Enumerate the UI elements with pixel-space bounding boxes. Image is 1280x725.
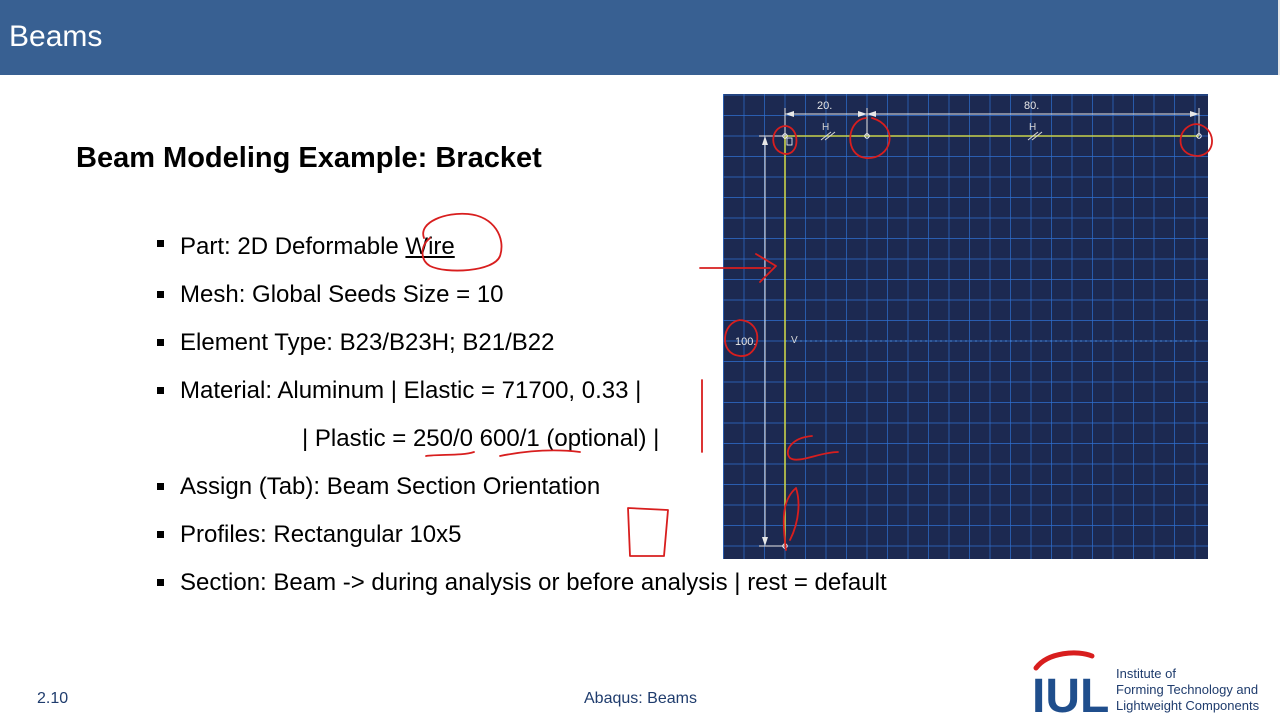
- bullet-item-assign: Assign (Tab): Beam Section Orientation: [180, 473, 601, 500]
- bullet-marker: [157, 531, 164, 538]
- bullet-marker: [157, 579, 164, 586]
- vertical-constraint-label: V: [791, 335, 798, 346]
- logo-line-1: Institute of: [1116, 666, 1176, 681]
- bullet-marker: [157, 339, 164, 346]
- bullet-item-material-continued: | Plastic = 250/0 600/1 (optional) |: [302, 425, 660, 452]
- logo-swoosh: [1033, 650, 1095, 671]
- sketch-grid: [723, 94, 1208, 559]
- logo-text: Institute of Forming Technology and Ligh…: [1116, 666, 1259, 714]
- bullet-item-mesh: Mesh: Global Seeds Size = 10: [180, 281, 504, 308]
- logo-line-3: Lightweight Components: [1116, 698, 1260, 713]
- horizontal-constraint-label: H: [1029, 122, 1036, 133]
- dimension-arrow: [858, 111, 867, 117]
- dimension-label-100: 100.: [735, 336, 756, 348]
- logo-mark: IUL: [1032, 650, 1109, 723]
- logo-line-2: Forming Technology and: [1116, 682, 1259, 697]
- bullet-item-part: Part: 2D Deformable Wire: [180, 233, 455, 261]
- slide-title: Beam Modeling Example: Bracket: [76, 142, 542, 174]
- logo-acronym: IUL: [1032, 670, 1109, 720]
- dimension-arrow: [867, 111, 876, 117]
- perpendicular-marker: [786, 137, 793, 146]
- constraint-mark: [824, 131, 836, 141]
- dimension-label-80: 80.: [1024, 100, 1039, 112]
- horizontal-constraint-label: H: [822, 122, 829, 133]
- footer-title: Abaqus: Beams: [584, 690, 697, 707]
- bullet-marker: [157, 387, 164, 394]
- sketch-viewport: 20. 80. 100. H H V: [723, 94, 1208, 559]
- dimension-label-20: 20.: [817, 100, 832, 112]
- bullet-item-section: Section: Beam -> during analysis or befo…: [180, 569, 887, 596]
- sketch-canvas: 20. 80. 100. H H V: [723, 94, 1208, 559]
- dimension-arrow: [762, 136, 768, 145]
- bullet-item-profiles: Profiles: Rectangular 10x5: [180, 521, 462, 548]
- constraint-mark: [820, 131, 832, 141]
- bullet-marker: [157, 240, 164, 247]
- header-bar: Beams: [0, 0, 1280, 75]
- bullet-marker: [157, 291, 164, 298]
- bullet-underlined-word: Wire: [405, 233, 455, 260]
- bullet-marker: [157, 483, 164, 490]
- dimension-arrow: [785, 111, 794, 117]
- bullet-item-material: Material: Aluminum | Elastic = 71700, 0.…: [180, 377, 642, 404]
- bullet-item-element-type: Element Type: B23/B23H; B21/B22: [180, 329, 555, 356]
- header-title: Beams: [9, 20, 103, 53]
- iul-logo: IUL Institute of Forming Technology and …: [1030, 646, 1280, 723]
- rectangle-profile-sketch: [627, 507, 669, 557]
- dimension-arrow: [1190, 111, 1199, 117]
- constraint-mark: [1031, 131, 1043, 141]
- dimension-arrow: [762, 537, 768, 546]
- bullet-text: Part: 2D Deformable: [180, 233, 406, 260]
- constraint-mark: [1027, 131, 1039, 141]
- page-number: 2.10: [37, 690, 69, 707]
